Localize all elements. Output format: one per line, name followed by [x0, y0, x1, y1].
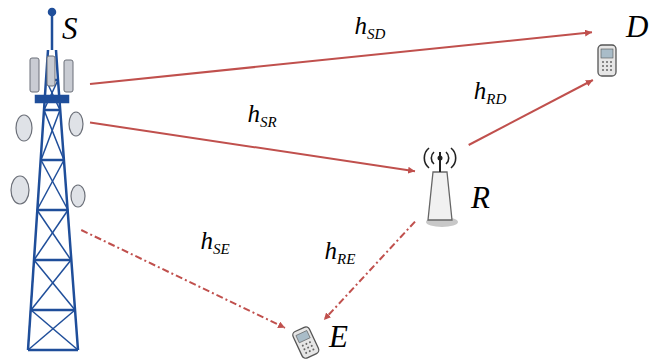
- node-letter: D: [626, 10, 648, 44]
- network-node: E: [285, 320, 365, 358]
- node-letter: S: [62, 12, 78, 46]
- antenna-panels: [30, 56, 73, 92]
- antenna-panel: [30, 58, 39, 92]
- dish-antenna: [11, 176, 29, 204]
- channel-label: hSE: [198, 226, 231, 264]
- phone-body: [292, 326, 321, 360]
- tower-bar: [37, 209, 68, 212]
- phone-screen: [601, 49, 613, 58]
- channel-label: hSR: [245, 99, 278, 137]
- dish-antennas: [11, 112, 85, 207]
- phone-keys: [602, 61, 612, 71]
- dish-antenna: [71, 185, 85, 207]
- dish-antenna: [16, 115, 32, 141]
- phone-keys: [301, 341, 314, 354]
- radio-waves: [424, 148, 455, 168]
- channel-label: hRD: [472, 76, 509, 114]
- eavesdropper-phone-icon: [292, 326, 321, 360]
- eavesdrop-link: [81, 230, 285, 328]
- relay-antenna: [424, 148, 458, 227]
- channel-label: hSD: [353, 11, 388, 49]
- antenna-panel: [47, 56, 55, 86]
- tower-bar: [41, 159, 64, 162]
- relay-body: [428, 172, 452, 220]
- tower-platform: [36, 96, 68, 102]
- phone-screen: [296, 330, 310, 342]
- relay-pole: [439, 152, 441, 172]
- phone-icon: [598, 45, 616, 76]
- relay-tip: [438, 156, 443, 161]
- network-node: S: [10, 12, 90, 230]
- tower-bar: [44, 109, 60, 112]
- network-node: R: [415, 145, 507, 228]
- phone-body: [598, 45, 616, 76]
- channel-label: hRE: [323, 236, 358, 274]
- node-letter: R: [471, 181, 490, 215]
- channel-link: [90, 32, 592, 84]
- tower-light: [49, 9, 55, 15]
- dish-antenna: [69, 112, 83, 136]
- cell-tower: [28, 8, 78, 350]
- tower-bar: [28, 349, 78, 352]
- antenna-panel: [64, 60, 73, 92]
- tower-bar: [31, 309, 75, 312]
- network-node: D: [592, 10, 658, 80]
- tower-bar: [34, 259, 71, 262]
- node-letter: E: [329, 320, 348, 354]
